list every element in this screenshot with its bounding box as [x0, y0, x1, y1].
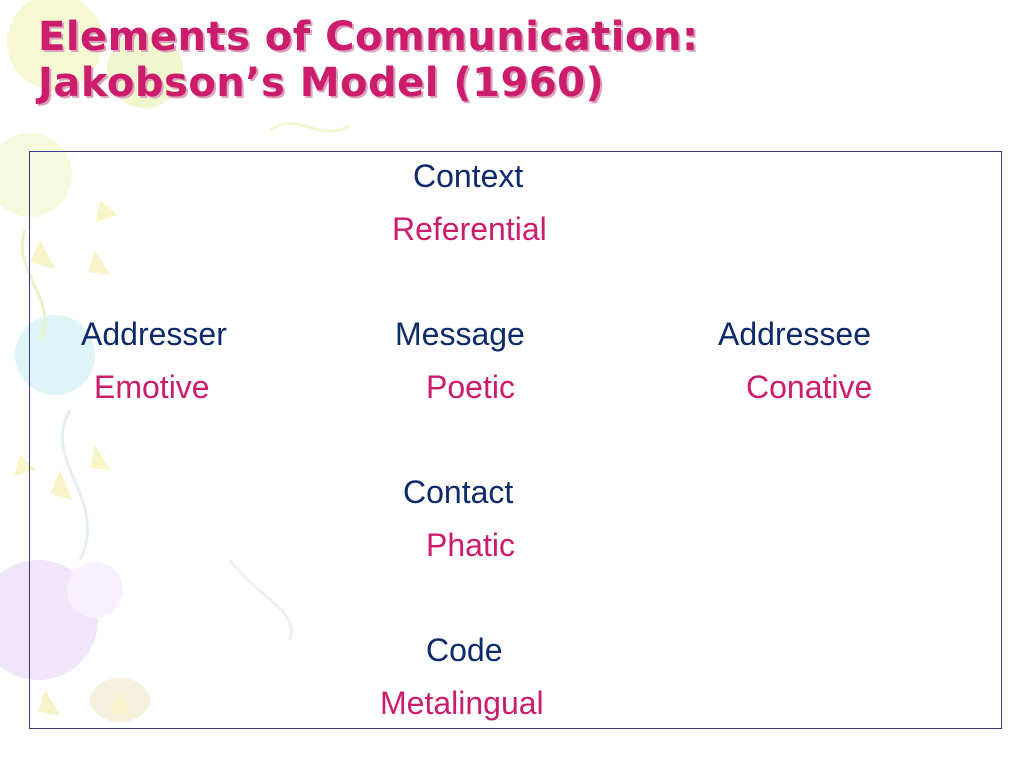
title-line-2: Jakobson’s Model (1960) [38, 60, 605, 106]
title-line-1: Elements of Communication: [38, 14, 699, 60]
code-element: Code [426, 632, 503, 668]
slide-title: Elements of Communication: Jakobson’s Mo… [38, 14, 698, 106]
addresser-element: Addresser [81, 316, 227, 352]
contact-element: Contact [403, 474, 514, 510]
message-element: Message [395, 316, 525, 352]
conative-function: Conative [746, 369, 873, 405]
metalingual-function: Metalingual [380, 685, 544, 721]
addressee-element: Addressee [718, 316, 871, 352]
phatic-function: Phatic [426, 527, 515, 563]
emotive-function: Emotive [94, 369, 210, 405]
context-element: Context [413, 158, 524, 194]
poetic-function: Poetic [426, 369, 515, 405]
referential-function: Referential [392, 211, 547, 247]
model-diagram-box [29, 151, 1002, 729]
